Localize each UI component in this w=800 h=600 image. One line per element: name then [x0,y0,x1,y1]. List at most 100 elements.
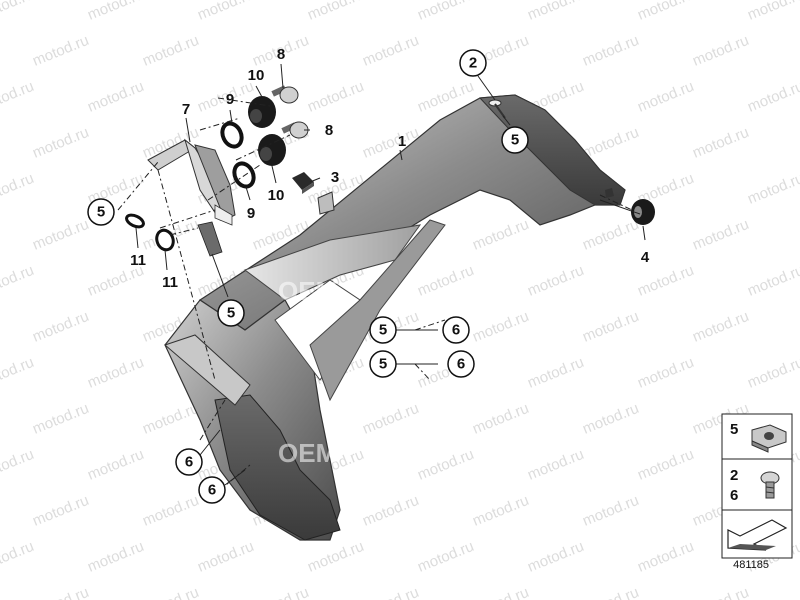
watermark-text: motod.ru [250,584,311,600]
watermark-text: motod.ru [0,446,36,484]
watermark-text: motod.ru [525,354,586,392]
bracket-7 [147,138,236,257]
watermark-text: motod.ru [525,0,586,24]
watermark-text: motod.ru [470,308,531,346]
watermark-text: motod.ru [470,216,531,254]
callout-3: 3 [331,169,339,186]
watermark-text: motod.ru [140,400,201,438]
watermark-text: motod.ru [690,124,751,162]
watermark-text: motod.ru [360,32,421,70]
watermark-text: motod.ru [580,400,641,438]
main-bracket [164,94,626,541]
watermark-text: motod.ru [745,78,800,116]
watermark-text: motod.ru [85,538,146,576]
watermark-text: motod.ru [635,446,696,484]
callout-9-a: 9 [226,91,234,108]
washer-9a [220,121,244,149]
callout-6-d: 6 [208,482,216,499]
watermark-text: motod.ru [85,446,146,484]
watermark-text: motod.ru [580,32,641,70]
callout-5-d: 5 [379,322,387,339]
watermark-text: motod.ru [30,124,91,162]
watermark-text: motod.ru [195,0,256,24]
watermark-text: motod.ru [30,492,91,530]
watermark-text: motod.ru [0,538,36,576]
watermark-text: motod.ru [690,32,751,70]
watermark-text: motod.ru [635,78,696,116]
callout-8-a: 8 [277,46,285,63]
legend-label-6: 6 [730,487,738,504]
dash-lines [117,97,633,491]
watermark-text: motod.ru [360,400,421,438]
callout-4: 4 [641,249,650,266]
watermark-text: motod.ru [745,354,800,392]
callout-7: 7 [182,101,190,118]
watermark-text: motod.ru [30,32,91,70]
watermark-text: motod.ru [635,538,696,576]
grommet-4 [631,199,655,225]
watermark-text: motod.ru [30,584,91,600]
watermark-text: motod.ru [85,78,146,116]
watermark-text: motod.ru [525,262,586,300]
clip-3 [292,172,314,194]
oem-watermark-2: OEM [278,438,337,468]
callout-11-a: 11 [130,252,146,269]
watermark-text: motod.ru [415,538,476,576]
watermark-text: motod.ru [415,262,476,300]
oem-watermark-1: OEM [278,276,337,306]
bolt-8b [281,121,309,139]
callout-5-a: 5 [511,132,519,149]
callout-5-c: 5 [227,305,235,322]
bolt-8a [271,85,299,104]
arrow-icon [727,519,788,551]
callout-6-c: 6 [185,454,193,471]
leader-lines [135,63,646,486]
watermark-text: motod.ru [305,538,366,576]
watermark-text: motod.ru [305,0,366,24]
watermark-text: motod.ru [580,492,641,530]
watermark-text: motod.ru [470,492,531,530]
screw-icon [760,471,780,499]
watermark-text: motod.ru [580,124,641,162]
watermark-text: motod.ru [0,354,36,392]
watermark-text: motod.ru [360,584,421,600]
callout-5-b: 5 [97,204,105,221]
washer-11a [125,213,145,229]
callout-11-b: 11 [162,274,178,291]
watermark-text: motod.ru [30,400,91,438]
watermark-text: motod.ru [470,584,531,600]
diagram-reference-number: 481185 [733,559,769,571]
watermark-text: motod.ru [0,0,36,24]
legend-box: 5 2 6 [721,413,793,559]
callout-6-a: 6 [452,322,460,339]
watermark-text: motod.ru [305,78,366,116]
watermark-text: motod.ru [745,170,800,208]
washer-11b [155,228,175,252]
callout-6-b: 6 [457,356,465,373]
callouts: 1 2 3 4 5 5 5 5 5 6 6 6 6 7 8 8 9 9 10 1… [87,46,650,504]
callout-10-a: 10 [248,67,265,84]
watermark-text: motod.ru [690,308,751,346]
watermark-text: motod.ru [745,262,800,300]
watermark-text: motod.ru [140,584,201,600]
watermark-text: motod.ru [635,354,696,392]
callout-9-b: 9 [247,205,255,222]
watermark-text: motod.ru [0,170,36,208]
callout-1: 1 [398,133,406,150]
callout-5-e: 5 [379,356,387,373]
washer-9b [232,161,256,189]
speed-nut-icon [751,424,787,453]
watermark-text: motod.ru [360,492,421,530]
grommet-10a [248,96,276,128]
watermark-text: motod.ru [635,262,696,300]
watermark-text: motod.ru [745,0,800,24]
watermark-text: motod.ru [0,78,36,116]
watermark-text: motod.ru [140,32,201,70]
watermark-text: motod.ru [30,308,91,346]
watermark-text: motod.ru [690,216,751,254]
watermark-text: motod.ru [195,538,256,576]
watermark-text: motod.ru [140,492,201,530]
